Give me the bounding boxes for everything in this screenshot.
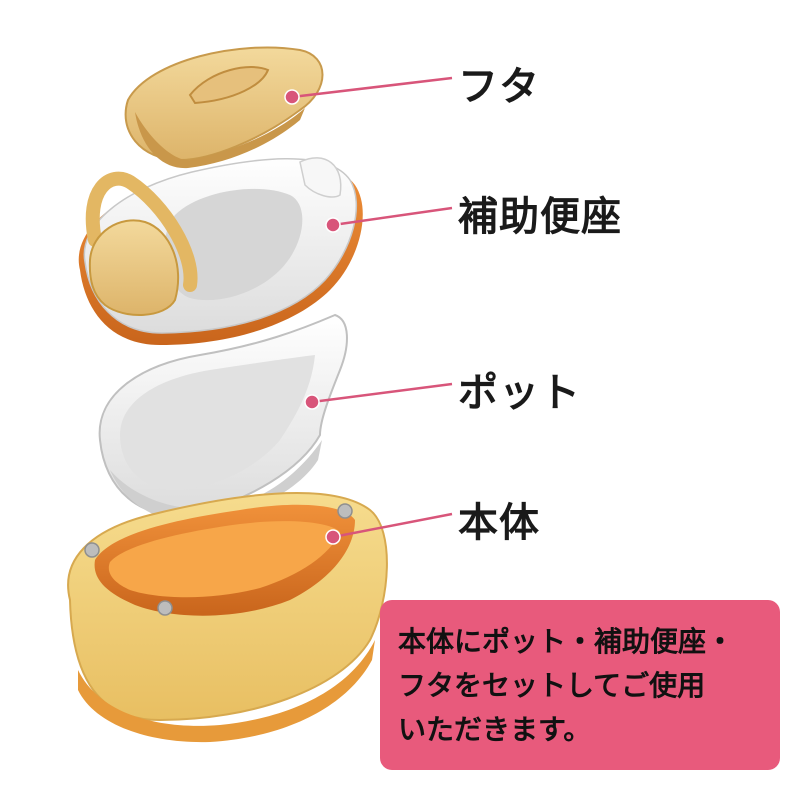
usage-note-box: 本体にポット・補助便座・ フタをセットしてご使用 いただきます。 bbox=[380, 600, 780, 770]
seat-illustration bbox=[78, 157, 363, 345]
label-lid: フタ bbox=[458, 64, 540, 110]
usage-note-line: フタをセットしてご使用 bbox=[398, 669, 706, 702]
usage-note-line: 本体にポット・補助便座・ bbox=[398, 625, 735, 658]
leader-dot-lid bbox=[284, 89, 300, 105]
label-pot: ポット bbox=[458, 370, 581, 416]
leader-dot-base bbox=[325, 529, 341, 545]
leader-dot-pot bbox=[304, 394, 320, 410]
leader-line-pot bbox=[311, 382, 453, 404]
usage-note-line: いただきます。 bbox=[398, 713, 592, 746]
label-seat: 補助便座 bbox=[458, 194, 622, 240]
label-base: 本体 bbox=[458, 500, 540, 546]
leader-line-lid bbox=[291, 76, 453, 99]
base-illustration bbox=[67, 492, 388, 743]
lid-illustration bbox=[124, 46, 324, 169]
leader-line-seat bbox=[332, 206, 453, 227]
leader-lines bbox=[284, 76, 453, 545]
leader-line-base bbox=[332, 512, 453, 539]
leader-dot-seat bbox=[325, 217, 341, 233]
pot-illustration bbox=[98, 313, 348, 523]
